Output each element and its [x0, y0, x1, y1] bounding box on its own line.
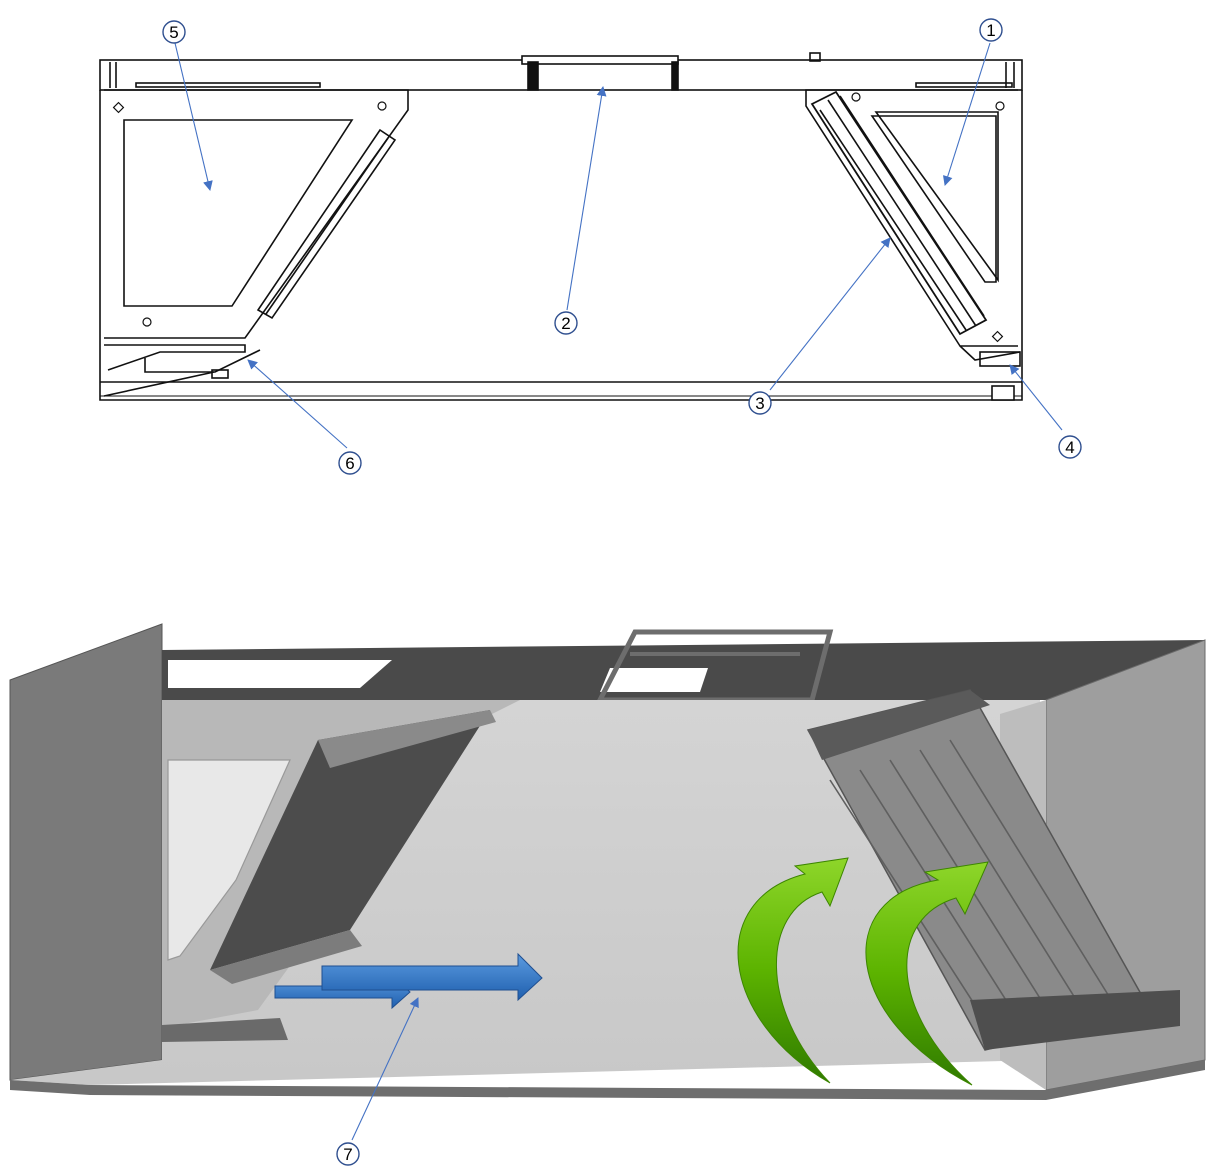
- filter-edge: [827, 99, 977, 327]
- rail-slot: [135, 82, 321, 88]
- filter-slot: [949, 739, 1121, 1015]
- green-arrow-right: [865, 861, 989, 1086]
- grease-channel: [959, 345, 1021, 361]
- top-opening-left: [168, 660, 392, 688]
- left-baffle-edge: [265, 137, 389, 315]
- collar-wall: [527, 61, 539, 91]
- callout-4: 4: [1058, 435, 1082, 459]
- fastener-marks: [112, 92, 1005, 343]
- left-baffle: [256, 128, 397, 320]
- callout-2: 2: [554, 311, 578, 335]
- right-panel-cutout: [870, 115, 997, 283]
- callout-circle: [748, 391, 772, 415]
- leader-7: [351, 997, 419, 1141]
- left-panel-cutout: [123, 119, 354, 307]
- bottom-edge: [10, 1060, 1205, 1100]
- airflow-in-arrows: [274, 952, 543, 1010]
- callout-number-3: 3: [755, 394, 764, 413]
- leader-2: [566, 86, 607, 311]
- left-drip-slope: [103, 371, 215, 397]
- left-baffle-top: [318, 710, 496, 768]
- left-drip-tray: [104, 344, 246, 371]
- callout-circle: [979, 18, 1003, 42]
- callouts: 1 2 3 4 5 6 7: [162, 18, 1082, 1166]
- collar-flange: [521, 55, 679, 65]
- callout-circle: [554, 311, 578, 335]
- filter-top-housing: [808, 690, 990, 760]
- rail-slot: [915, 82, 1013, 88]
- callout-number-1: 1: [986, 21, 995, 40]
- isometric-view: [9, 623, 1206, 1100]
- left-side-panel: [104, 89, 409, 339]
- airflow-up-arrows: [737, 857, 989, 1086]
- callout-circle: [1058, 435, 1082, 459]
- left-baffle: [210, 710, 490, 970]
- left-panel-window: [167, 759, 291, 961]
- leader-6: [247, 359, 348, 449]
- leader-1: [942, 42, 991, 186]
- callout-circle: [338, 451, 362, 475]
- fastener: [851, 92, 861, 102]
- fastener: [377, 101, 387, 111]
- filter-edge: [839, 95, 985, 317]
- callout-circle: [336, 1142, 360, 1166]
- top-tab: [809, 52, 821, 62]
- callout-circle: [162, 20, 186, 44]
- top-opening-center: [600, 668, 708, 692]
- fastener: [112, 101, 125, 114]
- callout-number-5: 5: [169, 23, 178, 42]
- collar-wall: [671, 61, 679, 91]
- left-outer-wall: [9, 623, 163, 1081]
- filter-slot: [889, 759, 1061, 1031]
- blue-arrow-upper: [321, 952, 543, 1002]
- section-view: [99, 52, 1023, 401]
- callout-number-6: 6: [345, 454, 354, 473]
- leader-3: [769, 237, 891, 391]
- callout-number-4: 4: [1065, 438, 1074, 457]
- fastener: [142, 317, 152, 327]
- callout-7: 7: [336, 1142, 360, 1166]
- filter-slot: [859, 769, 1031, 1039]
- leader-4: [1009, 364, 1063, 431]
- right-filter-bank: [810, 90, 988, 336]
- filter-slot: [919, 749, 1091, 1023]
- body-outline: [99, 90, 1023, 401]
- green-arrow-left: [737, 857, 849, 1084]
- right-grease-cup: [970, 990, 1180, 1050]
- callout-5: 5: [162, 20, 186, 44]
- leader-lines: [174, 42, 1063, 1141]
- callout-number-7: 7: [343, 1145, 352, 1164]
- left-drip-trough: [162, 1018, 288, 1042]
- right-panel-cutout-outline: [874, 111, 999, 283]
- fastener: [995, 101, 1005, 111]
- leader-5: [174, 42, 213, 191]
- grease-drain: [991, 385, 1015, 401]
- left-drip-channel: [144, 349, 261, 373]
- left-baffle-bottom: [210, 930, 362, 984]
- callout-1: 1: [979, 18, 1003, 42]
- filter-edge: [819, 109, 967, 331]
- fastener: [991, 330, 1004, 343]
- right-side-panel: [805, 89, 1018, 347]
- grease-cup: [979, 351, 1021, 367]
- callout-6: 6: [338, 451, 362, 475]
- callout-3: 3: [748, 391, 772, 415]
- drip-clip: [211, 369, 229, 379]
- callout-number-2: 2: [561, 314, 570, 333]
